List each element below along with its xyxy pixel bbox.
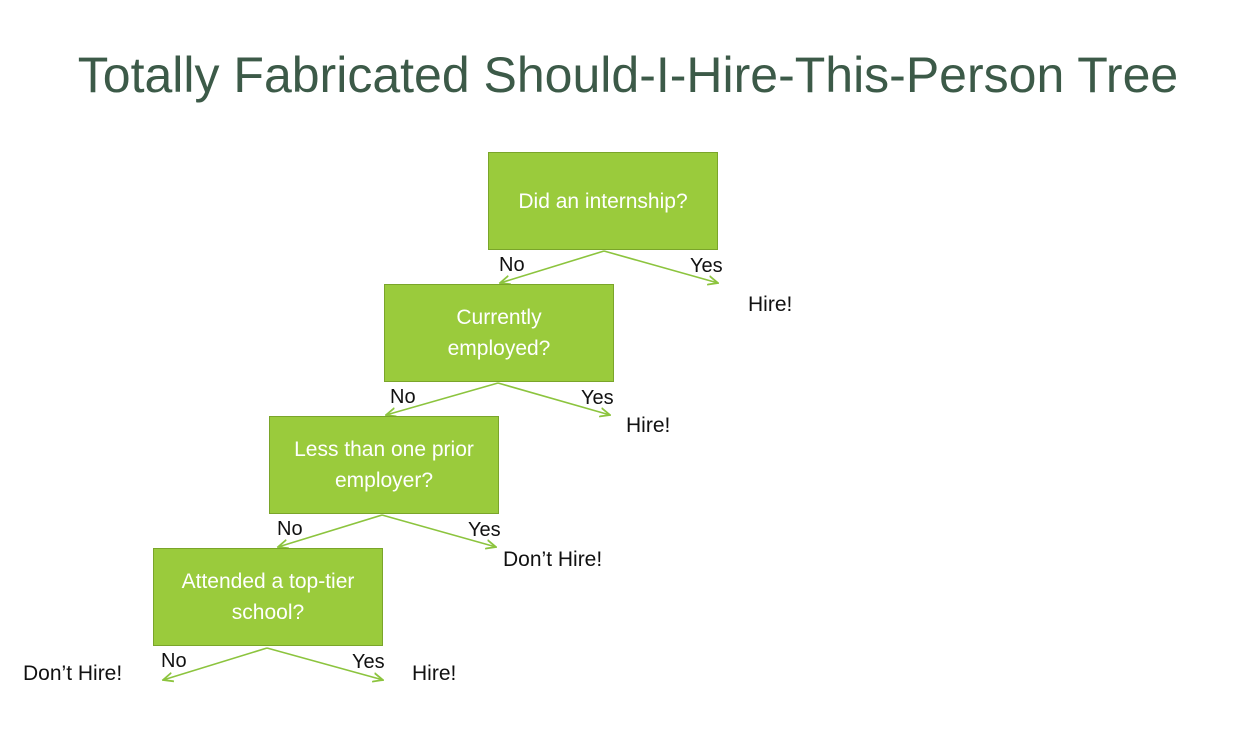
edge-label-q4-yes: Yes [352, 651, 385, 673]
edge-label-q1-no: No [499, 254, 525, 276]
edge-q1-yes [603, 250, 718, 283]
leaf-q3-yes: Don’t Hire! [503, 548, 603, 571]
node-currently-employed: Currently employed? [384, 284, 614, 382]
edge-q3-no [278, 514, 383, 547]
leaf-q4-no: Don’t Hire! [23, 662, 123, 685]
node-prior-employer: Less than one prior employer? [269, 416, 499, 514]
page-title: Totally Fabricated Should-I-Hire-This-Pe… [77, 47, 1179, 103]
edge-label-q2-no: No [390, 386, 416, 408]
edge-q2-no [386, 382, 499, 415]
node-did-internship: Did an internship? [488, 152, 718, 250]
edge-label-q1-yes: Yes [690, 255, 723, 277]
node-top-tier-school: Attended a top-tier school? [153, 548, 383, 646]
node-label: Attended a top-tier school? [181, 570, 355, 624]
edge-q3-yes [381, 514, 496, 547]
leaf-q2-yes: Hire! [626, 414, 671, 437]
edge-label-q4-no: No [161, 650, 187, 672]
edge-label-q3-yes: Yes [468, 519, 501, 541]
leaf-q1-yes: Hire! [748, 293, 793, 316]
edge-q2-yes [497, 382, 610, 415]
edge-label-q2-yes: Yes [581, 387, 614, 409]
leaf-q4-yes: Hire! [412, 662, 457, 685]
edge-label-q3-no: No [277, 518, 303, 540]
edge-q4-no [163, 647, 268, 680]
node-label: Less than one prior employer? [294, 438, 474, 492]
edge-q1-no [500, 250, 605, 283]
edge-q4-yes [266, 647, 383, 680]
node-label: Currently employed? [447, 306, 551, 360]
node-label: Did an internship? [518, 189, 688, 213]
